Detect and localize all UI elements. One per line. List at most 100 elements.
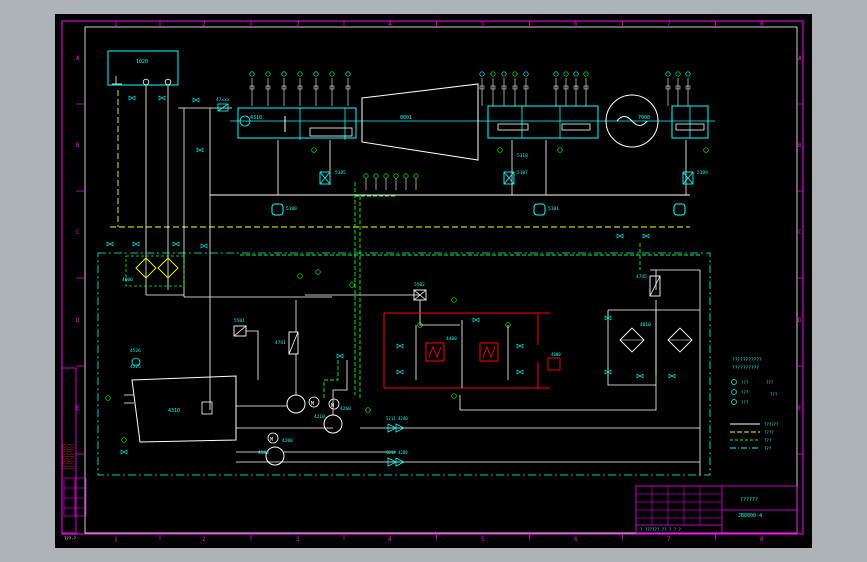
small-valve-symbols <box>106 95 676 455</box>
title-block: ?????? JB8000-4 ? ?????? ?? ? ? ? <box>635 485 798 534</box>
outer-frame <box>61 20 804 535</box>
label-0001: 0001 <box>400 115 412 121</box>
bearing-housing-2[interactable] <box>487 105 599 139</box>
row-ref-right-E: E <box>798 405 802 412</box>
column-ref-1: 1 <box>114 21 118 28</box>
pump-4580[interactable]: M 4580 4200 <box>258 432 293 466</box>
row-ref-left-D: D <box>76 317 80 324</box>
valve-right[interactable] <box>673 203 686 216</box>
column-ref-3: 3 <box>296 536 300 543</box>
bearing-housing-3[interactable] <box>671 105 709 139</box>
valve-5107[interactable]: 5107 <box>503 170 528 185</box>
label-4310: 4310 <box>250 115 262 121</box>
label-5318: 5318 <box>517 153 528 159</box>
title-block-name: ?????? <box>740 497 758 503</box>
legend-line-2: ???? <box>764 430 774 435</box>
filter-4810[interactable]: 4810 <box>607 309 700 386</box>
title-block-drawing-no: JB8000-4 <box>738 513 762 519</box>
column-ref-3: 3 <box>296 21 300 28</box>
svg-text:???????????: ??????????? <box>66 443 71 470</box>
legend-line-3: ??? <box>764 438 772 443</box>
main-oil-tank[interactable]: 4310 <box>124 375 237 443</box>
svg-text:M: M <box>331 403 334 409</box>
row-ref-left-A: A <box>76 55 80 62</box>
legend-line-4: ??? <box>764 446 772 451</box>
tank-pipes <box>145 85 211 297</box>
label-5105: 5105 <box>335 170 346 176</box>
label-4225: 4225 <box>130 364 141 370</box>
column-ref-6: 6 <box>574 536 578 543</box>
left-strip <box>61 367 77 534</box>
oil-unit-skid <box>97 252 711 476</box>
column-ref-5: 5 <box>481 21 485 28</box>
row-refs-right: A B C D E <box>797 55 803 455</box>
turbine-casing[interactable]: 0001 <box>361 83 479 161</box>
filter-4600[interactable]: 4600 <box>122 255 185 287</box>
label-5109: 5109 <box>697 170 708 176</box>
valve-5100[interactable]: 5100 <box>271 203 297 216</box>
svg-text:M: M <box>311 401 314 407</box>
legend-sym-2: ??? <box>741 390 749 395</box>
side-strip-stamp: ???-? <box>64 536 77 541</box>
row-ref-left-E: E <box>76 405 80 412</box>
label-main-tank: 4310 <box>168 408 180 414</box>
generator-motor[interactable]: 7000 <box>605 94 659 148</box>
valve-5101[interactable]: 5101 <box>533 203 559 216</box>
valve-top-line[interactable]: 47xxx <box>178 97 232 112</box>
heater-piping <box>415 320 509 388</box>
legend-sym-4: ??? <box>766 380 774 385</box>
label-5501: 5501 <box>234 318 245 324</box>
legend-panel: ??????????? ?????????? ??? ??? ??? ??? ?… <box>730 357 779 451</box>
label-4400: 4400 <box>446 336 457 342</box>
drawing-paper <box>55 14 812 548</box>
valve-5211[interactable]: 5211 4240 <box>386 416 408 433</box>
side-strip-text: ????????????????????????????????? <box>62 443 75 470</box>
bearing-housing-1[interactable]: 4310 <box>237 107 357 140</box>
label-4810: 4810 <box>640 322 651 328</box>
column-ref-4: 4 <box>388 536 392 543</box>
label-5612: 5612 <box>386 450 396 455</box>
valve-5612[interactable]: 5612 4280 <box>386 450 408 467</box>
label-4280: 4280 <box>398 450 408 455</box>
label-4741: 4741 <box>275 340 286 346</box>
label-4260: 4260 <box>340 406 351 412</box>
row-ref-right-C: C <box>798 229 802 236</box>
label-4800: 4800 <box>551 352 561 357</box>
valve-5105[interactable]: 5105 <box>319 170 346 185</box>
label-5211: 5211 <box>386 416 396 421</box>
device-4800[interactable]: 4800 <box>547 352 561 371</box>
row-ref-left-C: C <box>76 229 80 236</box>
label-4745: 4745 <box>636 274 647 280</box>
heater-4400[interactable]: 4400 <box>425 336 499 362</box>
inner-frame <box>84 26 798 534</box>
cooler-4741[interactable]: 4741 <box>275 331 299 355</box>
column-ref-5: 5 <box>481 536 485 543</box>
row-ref-right-B: B <box>798 142 802 149</box>
legend-subtitle: ?????????? <box>732 365 759 371</box>
column-ref-8: 8 <box>760 536 764 543</box>
column-ref-2: 2 <box>202 21 206 28</box>
svg-text:???????????: ??????????? <box>70 443 75 470</box>
label-4580: 4580 <box>258 450 269 456</box>
column-ref-7: 7 <box>667 21 671 28</box>
unit-piping <box>184 269 701 475</box>
legend-sym-1: ??? <box>741 380 749 385</box>
row-ref-right-A: A <box>798 55 802 62</box>
label-1020: 1020 <box>136 59 148 65</box>
legend-sym-3: ??? <box>741 400 749 405</box>
gauge-4526[interactable]: 4526 4225 <box>130 348 141 370</box>
label-4210: 4210 <box>314 414 325 420</box>
revision-table <box>63 477 87 517</box>
label-47xxx: 47xxx <box>216 97 230 103</box>
oil-tank[interactable]: 1020 <box>107 50 179 86</box>
column-ref-8: 8 <box>760 21 764 28</box>
column-ref-4: 4 <box>388 21 392 28</box>
filter-4745[interactable]: 4745 <box>636 274 661 297</box>
row-ref-right-D: D <box>798 317 802 324</box>
label-5100: 5100 <box>286 206 297 212</box>
valve-5109[interactable]: 5109 <box>682 170 708 185</box>
